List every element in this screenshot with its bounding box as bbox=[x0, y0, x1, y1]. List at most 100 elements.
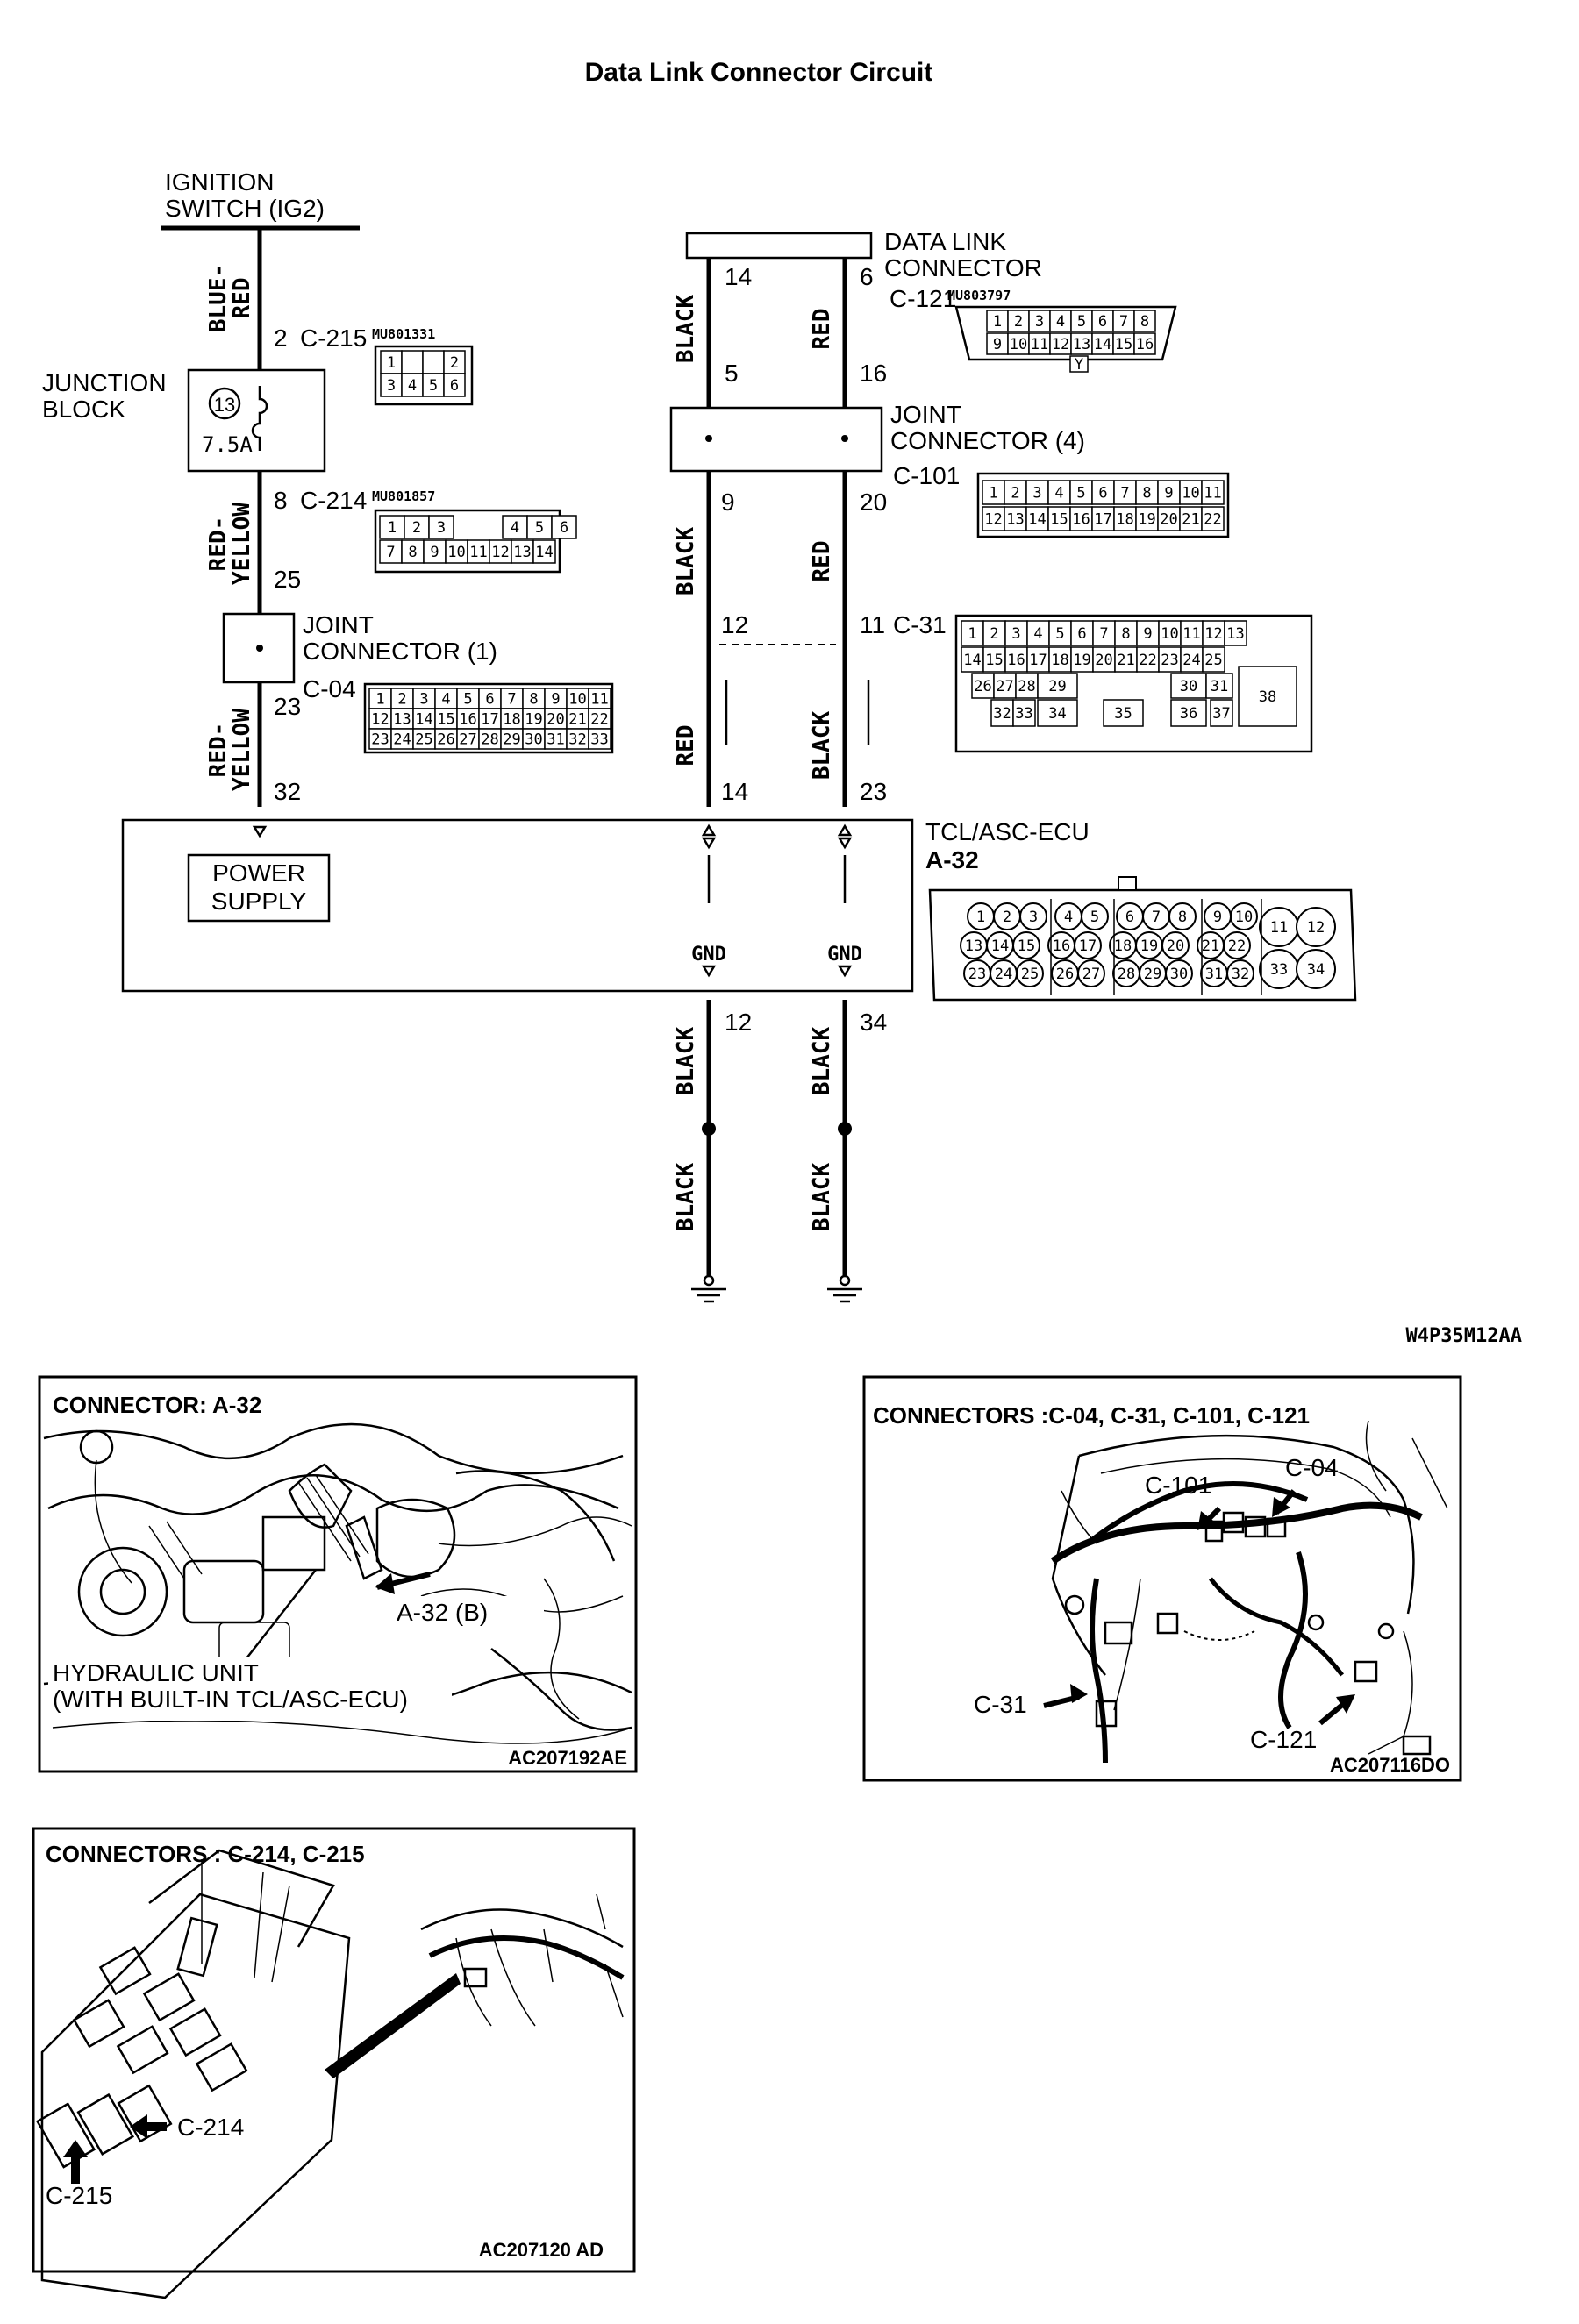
wire-color-red-2: RED bbox=[809, 541, 835, 582]
a32-pin-27-label: 27 bbox=[1082, 966, 1100, 983]
c31-r2-pin-14-label: 14 bbox=[963, 652, 981, 669]
c31-r1-pin-6-label: 6 bbox=[1077, 625, 1086, 643]
pin-gnd-r: 34 bbox=[860, 1009, 887, 1036]
joint-connector-4-label-2: CONNECTOR (4) bbox=[890, 427, 1085, 454]
c101-r1-pin-10-label: 10 bbox=[1182, 485, 1199, 503]
power-supply-label-2: SUPPLY bbox=[211, 888, 307, 915]
c121-r2-pin-13 bbox=[1070, 332, 1093, 355]
dlc-box bbox=[685, 232, 873, 260]
pin-jc1-out: 23 bbox=[274, 693, 301, 720]
c101-r2-pin-20 bbox=[1157, 506, 1181, 531]
fuse-rating: 7.5A bbox=[202, 432, 253, 457]
c31-r1-pin-2-label: 2 bbox=[990, 625, 998, 643]
junction-block-label-1: JUNCTION bbox=[42, 369, 167, 396]
c31-pin-29-label: 29 bbox=[1048, 678, 1066, 695]
a32-pin-30-label: 30 bbox=[1170, 966, 1188, 983]
c215-pin-1-label: 1 bbox=[387, 354, 396, 372]
a32-pin-29-label: 29 bbox=[1144, 966, 1161, 983]
c31-r2-pin-17-label: 17 bbox=[1029, 652, 1047, 669]
c31-pin-35 bbox=[1103, 699, 1144, 727]
wire-color-black-6: BLACK bbox=[673, 1163, 699, 1232]
c04-r1-pin-8-label: 8 bbox=[529, 691, 538, 709]
photo-c214-label-c214: C-214 bbox=[177, 2114, 244, 2141]
c04-r3-pin-25-label: 25 bbox=[415, 731, 432, 749]
a32-pin-8 bbox=[1168, 902, 1197, 930]
c04-r3-pin-23-label: 23 bbox=[371, 731, 389, 749]
c121-r2-pin-11-label: 11 bbox=[1031, 336, 1048, 353]
a32-pin-9-label: 9 bbox=[1213, 909, 1222, 926]
a32-pin-31-label: 31 bbox=[1205, 966, 1223, 983]
c04-r2-pin-13-label: 13 bbox=[393, 711, 411, 729]
svg-text:YELLOW: YELLOW bbox=[229, 709, 255, 791]
pin-ecu-r: 23 bbox=[860, 778, 887, 805]
c215-pin-3 bbox=[380, 373, 403, 397]
joint-connector-1-label-2: CONNECTOR (1) bbox=[303, 638, 497, 665]
c215-pin-4-label: 4 bbox=[408, 377, 417, 395]
svg-text:BLUE-: BLUE- bbox=[205, 264, 232, 332]
c215-pin-2-label: 2 bbox=[450, 354, 459, 372]
c101-r1-pin-9 bbox=[1157, 480, 1181, 505]
c31-r2-pin-15-label: 15 bbox=[985, 652, 1003, 669]
c101-id: C-101 bbox=[893, 462, 960, 489]
a32-pin-8-label: 8 bbox=[1178, 909, 1187, 926]
svg-text:BLACK: BLACK bbox=[673, 1027, 699, 1096]
ecu-io-arrow-r bbox=[837, 823, 853, 850]
c121-r2-pin-9-label: 9 bbox=[993, 336, 1002, 353]
c31-r2-pin-25-label: 25 bbox=[1204, 652, 1222, 669]
c121-r2-pin-13-label: 13 bbox=[1073, 336, 1090, 353]
wire-color-black-3: BLACK bbox=[809, 711, 835, 781]
photo-a32-code: AC207192AE bbox=[508, 1747, 627, 1769]
fuse-symbol bbox=[251, 386, 268, 451]
ecu-id: A-32 bbox=[925, 846, 979, 873]
c215-pin-6-label: 6 bbox=[450, 377, 459, 395]
c31-r1-pin-11-label: 11 bbox=[1182, 625, 1200, 643]
c101-r2-pin-13-label: 13 bbox=[1006, 511, 1024, 529]
c31-r1-pin-3-label: 3 bbox=[1011, 625, 1020, 643]
svg-text:BLACK: BLACK bbox=[673, 295, 699, 364]
c31-r4a-pin-33 bbox=[1012, 699, 1036, 727]
wire-color-red-3: RED bbox=[673, 725, 699, 766]
a32-pin-10 bbox=[1230, 902, 1258, 930]
c214-shell bbox=[374, 509, 561, 574]
a32-pin-5-label: 5 bbox=[1090, 909, 1099, 926]
a32-pin-10-label: 10 bbox=[1235, 909, 1253, 926]
photo-multi-c101: C-101 bbox=[1145, 1472, 1211, 1499]
c101-r1-pin-3 bbox=[1025, 480, 1049, 505]
photo-multi-frame bbox=[862, 1375, 1462, 1782]
fuse-number-circle bbox=[208, 387, 241, 420]
c101-r2-pin-18-label: 18 bbox=[1116, 511, 1133, 529]
c121-r2-pin-10-label: 10 bbox=[1010, 336, 1027, 353]
c04-r1-pin-1-label: 1 bbox=[375, 691, 384, 709]
c214-r2-pin-10-label: 10 bbox=[447, 544, 465, 561]
c101-photo-arrowhead bbox=[1197, 1511, 1217, 1530]
c214-r1-pin-5-label: 5 bbox=[535, 519, 544, 537]
c04-id: C-04 bbox=[303, 675, 356, 702]
c121-r1-pin-7-label: 7 bbox=[1119, 313, 1128, 331]
svg-text:BLACK: BLACK bbox=[673, 1163, 699, 1232]
c31-pin-31 bbox=[1205, 673, 1233, 699]
c101-r2-pin-19-label: 19 bbox=[1138, 511, 1155, 529]
power-supply-label-1: POWER bbox=[212, 859, 305, 887]
photo-a32-title-bg bbox=[50, 1388, 313, 1418]
c31-shell bbox=[954, 614, 1313, 753]
photo-a32-code-bg bbox=[487, 1745, 634, 1770]
c31-r1-pin-12 bbox=[1202, 620, 1225, 646]
c04-r1-pin-3-label: 3 bbox=[419, 691, 428, 709]
dlc-label-1: DATA LINK bbox=[884, 228, 1006, 255]
c214-r1-pin-6 bbox=[551, 515, 577, 539]
svg-text:BLACK: BLACK bbox=[809, 1163, 835, 1232]
wire-color-black-1: BLACK bbox=[673, 295, 699, 364]
c31-r1-pin-13 bbox=[1224, 620, 1247, 646]
c31-r2-pin-20-label: 20 bbox=[1095, 652, 1112, 669]
a32-pin-34 bbox=[1296, 949, 1336, 989]
a32-pin-4-label: 4 bbox=[1064, 909, 1073, 926]
pin-jc4-r-in: 16 bbox=[860, 360, 887, 387]
c121-key-label: Y bbox=[1075, 356, 1083, 374]
a32-pin-17 bbox=[1074, 931, 1102, 959]
c101-r2-pin-15-label: 15 bbox=[1050, 511, 1068, 529]
c214-r1-pin-2-label: 2 bbox=[412, 519, 421, 537]
c101-r1-pin-8-label: 8 bbox=[1142, 485, 1151, 503]
c31-r2-pin-22 bbox=[1136, 646, 1160, 673]
